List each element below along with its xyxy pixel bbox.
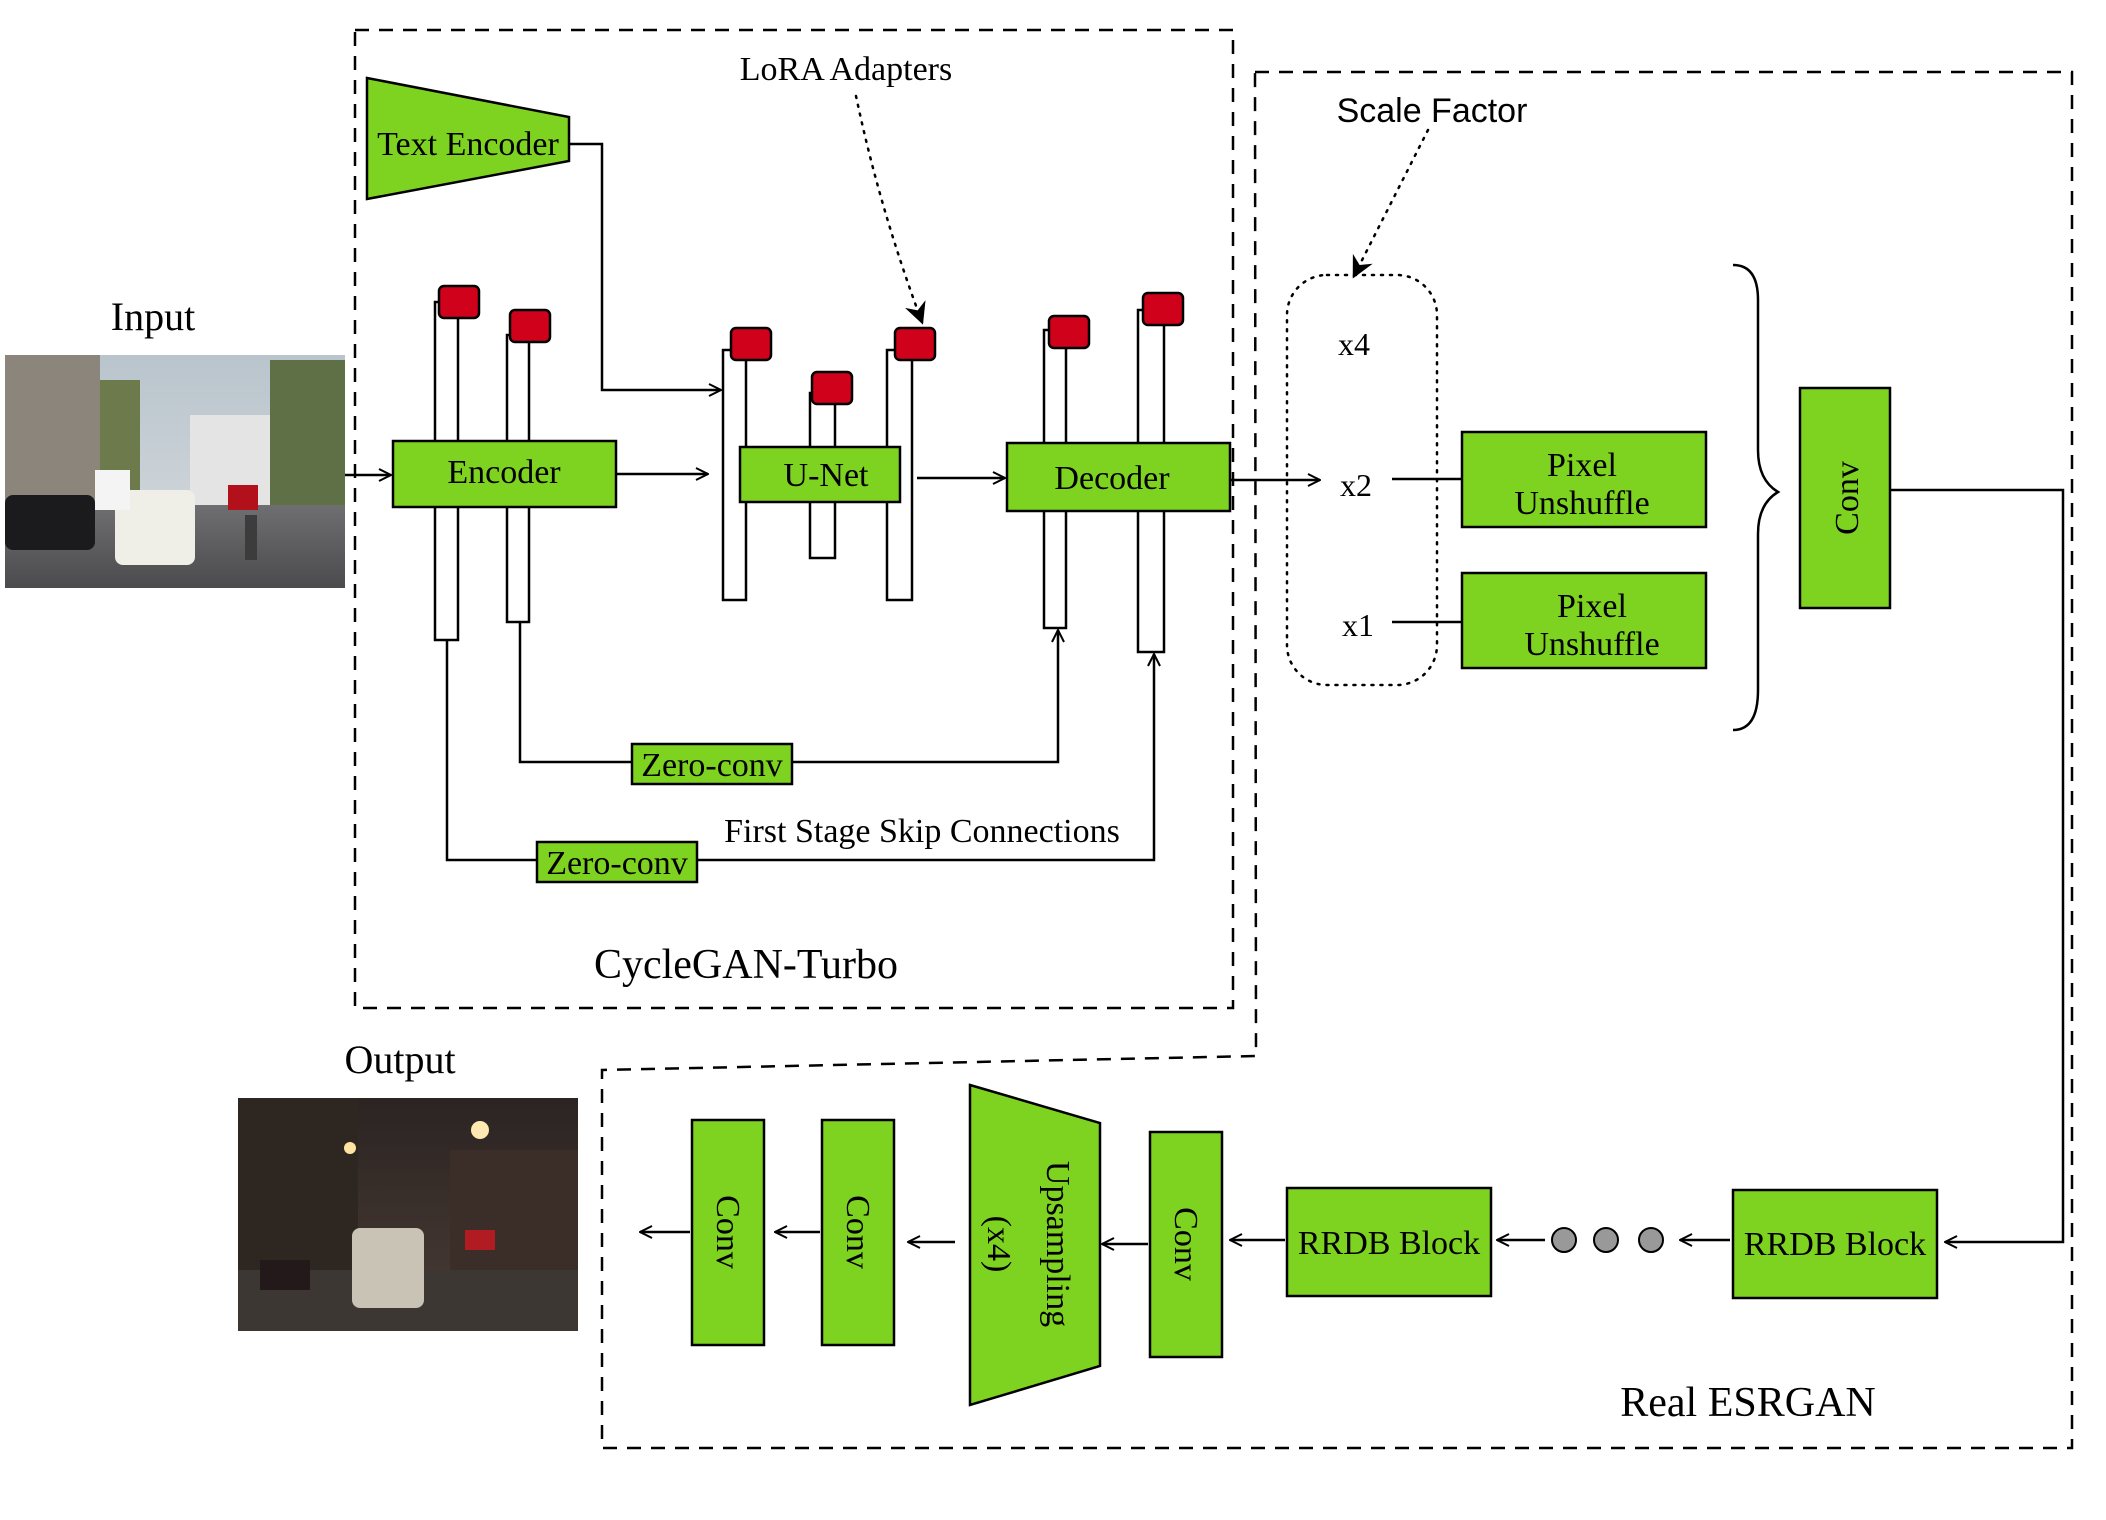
lora-adapter bbox=[729, 326, 773, 362]
zero-conv-label: Zero-conv bbox=[641, 747, 783, 784]
conv-label: Conv bbox=[1829, 461, 1866, 535]
rrdb-block-label: RRDB Block bbox=[1744, 1226, 1926, 1263]
text-encoder-to-unet-arrow bbox=[569, 142, 721, 390]
cyclegan-turbo-label: CycleGAN-Turbo bbox=[594, 942, 898, 988]
ellipsis-dot bbox=[1638, 1227, 1664, 1253]
text-encoder-block bbox=[365, 76, 571, 201]
pixel-unshuffle-label: Pixel bbox=[1557, 588, 1627, 625]
zero-conv-block bbox=[535, 840, 699, 884]
output-image bbox=[238, 1098, 578, 1331]
conv-label: Conv bbox=[709, 1195, 746, 1269]
conv-block bbox=[820, 1118, 896, 1347]
rrdb-block bbox=[1731, 1188, 1939, 1300]
output-label: Output bbox=[344, 1037, 455, 1082]
cyclegan-turbo-region bbox=[353, 28, 1235, 1010]
decoder-label: Decoder bbox=[1054, 460, 1170, 497]
scale-pointer-arrow bbox=[1352, 128, 1430, 279]
realesrgan-label: Real ESRGAN bbox=[1620, 1380, 1876, 1426]
upsampling-factor-label: (x4) bbox=[980, 1216, 1017, 1273]
lora-adapter bbox=[1141, 291, 1185, 327]
skip-connections-label: First Stage Skip Connections bbox=[724, 813, 1120, 850]
realesrgan-region bbox=[600, 70, 2074, 1450]
lora-adapter bbox=[1047, 314, 1091, 350]
unet-block bbox=[738, 445, 902, 504]
conv-label: Conv bbox=[839, 1195, 876, 1269]
conv-to-rrdb-arrow bbox=[1890, 488, 2065, 1242]
lora-adapter bbox=[810, 370, 854, 406]
conv-block bbox=[1798, 386, 1892, 610]
rrdb-block-label: RRDB Block bbox=[1298, 1225, 1480, 1262]
lora-adapter bbox=[437, 284, 481, 320]
input-image bbox=[5, 355, 345, 588]
pixel-unshuffle-label: Pixel bbox=[1547, 447, 1617, 484]
ellipsis-dot bbox=[1593, 1227, 1619, 1253]
skip-connection-arrow bbox=[445, 640, 1154, 862]
pixel-unshuffle-block bbox=[1460, 571, 1708, 670]
scale-factor-label: Scale Factor bbox=[1337, 92, 1528, 130]
skip-connection-arrow bbox=[518, 622, 1058, 764]
encoder-label: Encoder bbox=[447, 454, 561, 491]
conv-label: Conv bbox=[1167, 1207, 1204, 1281]
decoder-block bbox=[1005, 441, 1232, 513]
input-label: Input bbox=[111, 294, 195, 339]
scale-option: x1 bbox=[1342, 607, 1374, 643]
lora-adapter bbox=[893, 326, 937, 362]
pixel-unshuffle-label: Unshuffle bbox=[1524, 626, 1659, 663]
merge-brace bbox=[1732, 263, 1781, 732]
scale-option: x4 bbox=[1338, 326, 1370, 362]
pixel-unshuffle-label: Unshuffle bbox=[1514, 485, 1649, 522]
lora-pointer-arrow bbox=[854, 94, 926, 325]
lora-adapter bbox=[508, 308, 552, 344]
encoder-block bbox=[391, 439, 618, 509]
upsampling-label: Upsampling bbox=[1039, 1161, 1076, 1327]
conv-block bbox=[690, 1118, 766, 1347]
text-encoder-label: Text Encoder bbox=[377, 126, 559, 163]
upsampling-block bbox=[968, 1083, 1102, 1407]
scale-option: x2 bbox=[1340, 467, 1372, 503]
lora-adapters-label: LoRA Adapters bbox=[740, 51, 952, 88]
pixel-unshuffle-block bbox=[1460, 430, 1708, 529]
zero-conv-label: Zero-conv bbox=[546, 845, 688, 882]
ellipsis-dot bbox=[1551, 1227, 1577, 1253]
conv-block bbox=[1148, 1130, 1224, 1359]
rrdb-block bbox=[1285, 1186, 1493, 1298]
unet-label: U-Net bbox=[784, 457, 870, 494]
zero-conv-block bbox=[630, 742, 794, 786]
